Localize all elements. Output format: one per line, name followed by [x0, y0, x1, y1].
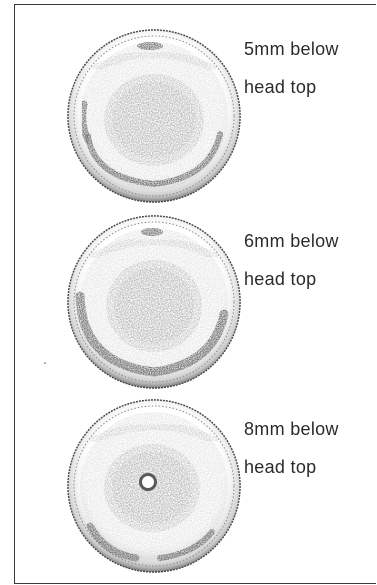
scan-speck: [44, 362, 46, 364]
section-8mm: 8mm below head top: [0, 398, 377, 578]
depth-label-line2: head top: [244, 270, 339, 288]
depth-label-line1: 6mm below: [244, 231, 339, 251]
depth-label-line2: head top: [244, 458, 339, 476]
femoral-head-cross-section-8mm: [66, 398, 242, 574]
section-6mm: 6mm below head top: [0, 214, 377, 394]
femoral-head-cross-section-6mm: [66, 214, 242, 390]
depth-label: 8mm below head top: [244, 420, 339, 476]
depth-label: 6mm below head top: [244, 232, 339, 288]
femoral-head-cross-section-5mm: [66, 28, 242, 204]
section-5mm: 5mm below head top: [0, 28, 377, 208]
center-hole: [142, 476, 154, 488]
depth-label-line1: 8mm below: [244, 419, 339, 439]
depth-label-line1: 5mm below: [244, 39, 339, 59]
depth-label: 5mm below head top: [244, 40, 339, 96]
depth-label-line2: head top: [244, 78, 339, 96]
